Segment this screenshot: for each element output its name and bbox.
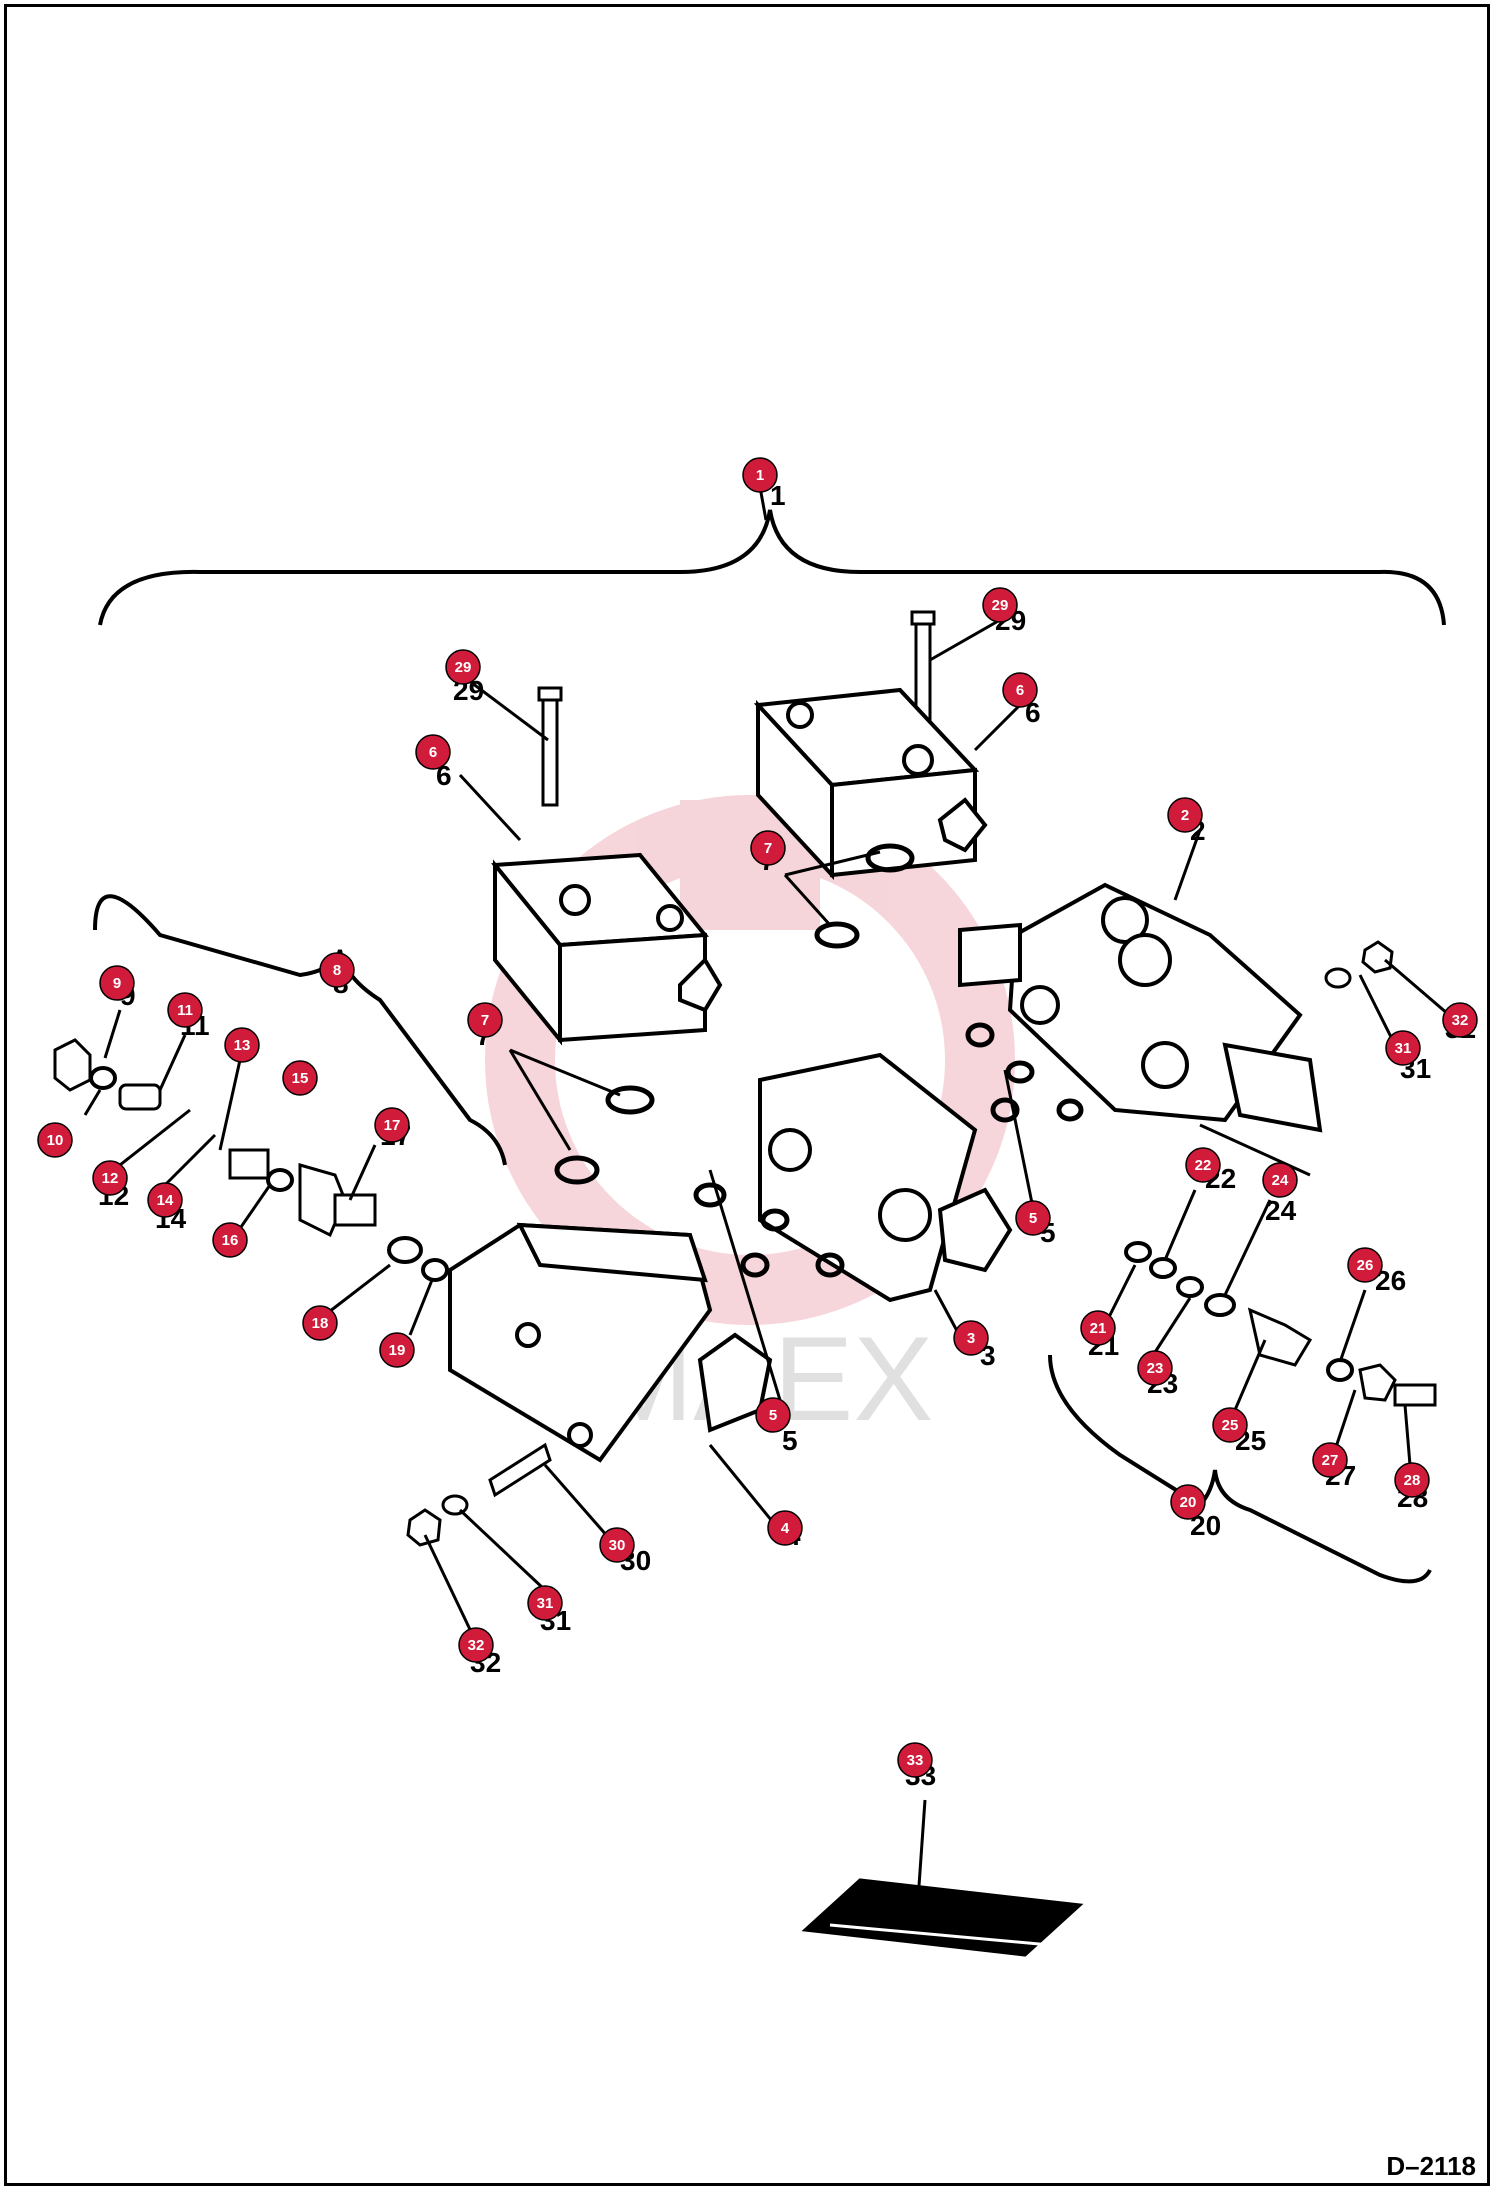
callout-26: 26 [1347, 1247, 1383, 1283]
svg-text:4: 4 [781, 1520, 790, 1537]
svg-text:14: 14 [157, 1192, 174, 1209]
svg-text:12: 12 [102, 1170, 119, 1187]
svg-text:6: 6 [1016, 682, 1024, 699]
callout-18: 18 [302, 1305, 338, 1341]
callout-21: 21 [1080, 1310, 1116, 1346]
callout-6b: 6 [1002, 672, 1038, 708]
callout-16: 16 [212, 1222, 248, 1258]
svg-text:33: 33 [907, 1752, 924, 1769]
svg-text:17: 17 [384, 1117, 401, 1134]
tie-bolt-left [537, 686, 563, 807]
svg-text:5: 5 [1029, 1210, 1037, 1227]
callout-12: 12 [92, 1160, 128, 1196]
callout-19: 19 [379, 1332, 415, 1368]
callout-32b: 32 [1442, 1002, 1478, 1038]
callout-25: 25 [1212, 1407, 1248, 1443]
callout-28: 28 [1394, 1462, 1430, 1498]
svg-text:5: 5 [769, 1407, 777, 1424]
svg-text:31: 31 [1395, 1040, 1412, 1057]
diagram-code: D–2118 [1386, 2151, 1476, 2181]
callout-30: 30 [599, 1527, 635, 1563]
callout-3: 3 [953, 1320, 989, 1356]
end-cap-left [491, 852, 723, 1046]
svg-text:26: 26 [1357, 1257, 1374, 1274]
svg-text:22: 22 [1195, 1157, 1212, 1174]
callout-31a: 31 [527, 1585, 563, 1621]
svg-text:15: 15 [292, 1070, 309, 1087]
svg-text:18: 18 [312, 1315, 329, 1332]
stud-lower [406, 1442, 552, 1547]
svg-text:3: 3 [967, 1330, 975, 1347]
callout-23: 23 [1137, 1350, 1173, 1386]
callout-7a: 7 [467, 1002, 503, 1038]
svg-text:13: 13 [234, 1037, 251, 1054]
callout-29b: 29 [982, 587, 1018, 623]
callout-31b: 31 [1385, 1030, 1421, 1066]
svg-text:2: 2 [1181, 807, 1189, 824]
svg-text:19: 19 [389, 1342, 406, 1359]
svg-text:29: 29 [455, 659, 472, 676]
washer-upper-right [1324, 940, 1394, 989]
end-cap-right [753, 687, 988, 881]
svg-text:24: 24 [1272, 1172, 1289, 1189]
svg-text:10: 10 [47, 1132, 64, 1149]
callout-7b: 7 [750, 830, 786, 866]
callout-29a: 29 [445, 649, 481, 685]
brace-assembly [98, 509, 1446, 626]
decal-33 [801, 1799, 1084, 1957]
callout-5b: 5 [755, 1397, 791, 1433]
svg-text:1: 1 [756, 467, 764, 484]
svg-text:7: 7 [764, 840, 772, 857]
svg-text:31: 31 [537, 1595, 554, 1612]
callout-4: 4 [767, 1510, 803, 1546]
svg-text:25: 25 [1222, 1417, 1239, 1434]
brace-relief-valve [93, 894, 507, 1166]
callout-10: 10 [37, 1122, 73, 1158]
diagram-frame [4, 4, 1490, 2186]
valve-body-sections [448, 882, 1323, 1463]
callout-6a: 6 [415, 734, 451, 770]
callout-15: 15 [282, 1060, 318, 1096]
callout-2: 2 [1167, 797, 1203, 833]
svg-text:9: 9 [113, 975, 121, 992]
svg-text:21: 21 [1090, 1320, 1107, 1337]
callout-14: 14 [147, 1182, 183, 1218]
svg-text:32: 32 [1452, 1012, 1469, 1029]
svg-text:32: 32 [468, 1637, 485, 1654]
svg-text:23: 23 [1147, 1360, 1164, 1377]
callout-8: 8 [319, 952, 355, 988]
svg-text:29: 29 [992, 597, 1009, 614]
svg-text:6: 6 [429, 744, 437, 761]
callout-1: 1 [742, 457, 778, 493]
callout-24: 24 [1262, 1162, 1298, 1198]
svg-text:27: 27 [1322, 1452, 1339, 1469]
plain-num-1: 1 [770, 480, 786, 511]
callout-22: 22 [1185, 1147, 1221, 1183]
svg-text:28: 28 [1404, 1472, 1421, 1489]
callout-5a: 5 [1015, 1200, 1051, 1236]
callout-27: 27 [1312, 1442, 1348, 1478]
o-rings [554, 843, 1084, 1278]
relief-valve-parts [53, 1038, 449, 1282]
svg-text:30: 30 [609, 1537, 626, 1554]
callout-20: 20 [1170, 1484, 1206, 1520]
svg-text:16: 16 [222, 1232, 239, 1249]
svg-text:7: 7 [481, 1012, 489, 1029]
callout-9: 9 [99, 965, 135, 1001]
svg-text:8: 8 [333, 962, 341, 979]
plain-num-24: 24 [1265, 1195, 1297, 1226]
callout-11: 11 [167, 992, 203, 1028]
brace-check-valve [1048, 1354, 1432, 1584]
callout-32a: 32 [458, 1627, 494, 1663]
callout-17: 17 [374, 1107, 410, 1143]
callout-13: 13 [224, 1027, 260, 1063]
callout-33: 33 [897, 1742, 933, 1778]
svg-text:20: 20 [1180, 1494, 1197, 1511]
svg-text:11: 11 [177, 1002, 193, 1019]
watermark-logo [485, 795, 1015, 1325]
callouts: 1 2 3 4 5 5 6 6 7 7 8 9 10 11 12 13 14 1… [37, 457, 1478, 1778]
plain-num-5b: 5 [782, 1425, 798, 1456]
